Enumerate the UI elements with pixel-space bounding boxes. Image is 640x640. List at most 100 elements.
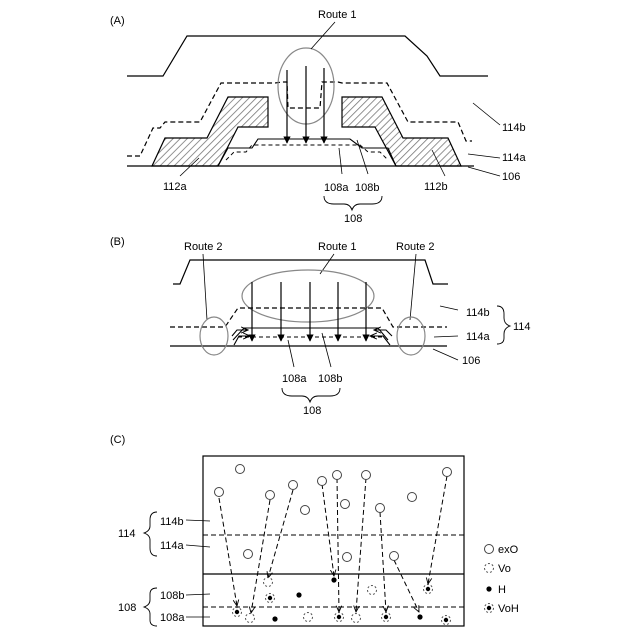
vo-particle bbox=[246, 614, 255, 623]
vo-legend-icon bbox=[485, 564, 494, 573]
diffusion-arrow bbox=[337, 478, 339, 612]
route2-left-leader bbox=[203, 254, 207, 320]
exo-particle bbox=[236, 465, 245, 474]
exo-particle bbox=[301, 506, 310, 515]
diffusion-arrow bbox=[268, 490, 293, 578]
exo-particle bbox=[376, 504, 385, 513]
vo-particle bbox=[352, 614, 361, 623]
panel-a: (A) Route 1 114b 114a 106 112a 112b 1 bbox=[110, 9, 527, 225]
exo-particle bbox=[333, 471, 342, 480]
leader-108a bbox=[339, 148, 342, 174]
label-108a: 108a bbox=[160, 612, 185, 624]
diffusion-arrow bbox=[322, 484, 334, 576]
layer-114b-top bbox=[173, 260, 448, 284]
exo-legend-icon bbox=[485, 545, 494, 554]
leader-108b bbox=[322, 333, 331, 367]
route2-right-arrow bbox=[374, 330, 392, 336]
label-108a: 108a bbox=[282, 373, 307, 385]
brace-108 bbox=[324, 196, 382, 210]
leader-114b bbox=[186, 520, 210, 521]
label-114a: 114a bbox=[502, 152, 527, 164]
electrode-112b bbox=[342, 97, 461, 166]
label-114a: 114a bbox=[466, 331, 491, 343]
label-108: 108 bbox=[118, 602, 136, 614]
h-particle bbox=[296, 592, 301, 597]
voh-particle bbox=[233, 608, 242, 617]
label-108b: 108b bbox=[355, 182, 379, 194]
panel-c-box bbox=[203, 456, 464, 626]
route2-right-ellipse bbox=[397, 317, 425, 355]
leader-114a bbox=[468, 154, 500, 158]
exo-particle bbox=[390, 552, 399, 561]
brace-108 bbox=[144, 588, 157, 626]
h-particle bbox=[331, 577, 336, 582]
panel-c: (C) 114b 114a 114 108b 108a 108 bbox=[110, 434, 519, 626]
exo-particle bbox=[443, 468, 452, 477]
h-particle bbox=[417, 614, 422, 619]
h-legend-icon bbox=[486, 586, 491, 591]
leader-108b bbox=[357, 140, 368, 174]
leader-114a bbox=[186, 545, 210, 547]
route2-right-label: Route 2 bbox=[396, 241, 435, 253]
label-108a: 108a bbox=[324, 182, 349, 194]
route2-right-leader bbox=[410, 254, 416, 320]
voh-particles bbox=[233, 585, 451, 625]
legend-label: exO bbox=[498, 544, 519, 556]
legend-label: H bbox=[498, 584, 506, 596]
leader-108b bbox=[186, 594, 210, 595]
label-108b: 108b bbox=[160, 590, 184, 602]
label-108: 108 bbox=[344, 213, 362, 225]
label-112a: 112a bbox=[163, 181, 188, 193]
label-106: 106 bbox=[462, 355, 480, 367]
exo-particle bbox=[244, 550, 253, 559]
h-particle bbox=[272, 616, 277, 621]
panel-b-tag: (B) bbox=[110, 236, 125, 248]
route1-label: Route 1 bbox=[318, 9, 357, 21]
label-108b: 108b bbox=[318, 373, 342, 385]
exo-particle bbox=[362, 471, 371, 480]
diffusion-arrow bbox=[356, 478, 366, 612]
leader-114b bbox=[473, 103, 500, 125]
voh-legend-dot bbox=[487, 606, 491, 610]
diffusion-arrow bbox=[394, 560, 419, 612]
legend-item-vo: Vo bbox=[485, 563, 511, 575]
diffusion-arrow bbox=[219, 498, 237, 606]
label-114b: 114b bbox=[466, 307, 490, 319]
voh-particle bbox=[442, 616, 451, 625]
exo-particle bbox=[215, 488, 224, 497]
diffusion-arrow bbox=[380, 512, 386, 612]
label-108: 108 bbox=[303, 405, 321, 417]
label-106: 106 bbox=[502, 171, 520, 183]
exo-particle bbox=[343, 553, 352, 562]
leader-108a bbox=[288, 340, 294, 367]
exo-particle bbox=[266, 491, 275, 500]
legend-item-voh: VoH bbox=[485, 603, 519, 615]
legend: exO Vo H VoH bbox=[485, 544, 519, 615]
panel-c-tag: (C) bbox=[110, 434, 125, 446]
legend-label: Vo bbox=[498, 563, 511, 575]
leader-114a bbox=[434, 336, 458, 337]
layer-114b-top bbox=[127, 36, 488, 76]
diffusion-arrow bbox=[428, 476, 447, 584]
leader-106 bbox=[468, 167, 500, 176]
panel-b: (B) Route 2 Route 1 Route 2 114b bbox=[110, 236, 531, 417]
brace-114 bbox=[497, 306, 510, 344]
voh-particle bbox=[335, 613, 344, 622]
label-114: 114 bbox=[118, 528, 136, 540]
vo-particle bbox=[264, 578, 273, 587]
route1-label: Route 1 bbox=[318, 241, 357, 253]
h-particles bbox=[272, 577, 422, 621]
brace-108 bbox=[282, 388, 340, 402]
label-114b: 114b bbox=[502, 122, 526, 134]
route2-left-ellipse bbox=[200, 317, 228, 355]
legend-item-h: H bbox=[486, 584, 506, 596]
route1-ellipse bbox=[242, 270, 374, 322]
exo-particle bbox=[341, 500, 350, 509]
route2-left-label: Route 2 bbox=[184, 241, 223, 253]
exo-particle bbox=[318, 477, 327, 486]
brace-114 bbox=[144, 512, 157, 556]
label-114a: 114a bbox=[160, 540, 185, 552]
legend-item-exo: exO bbox=[485, 544, 519, 556]
label-112b: 112b bbox=[424, 181, 448, 193]
